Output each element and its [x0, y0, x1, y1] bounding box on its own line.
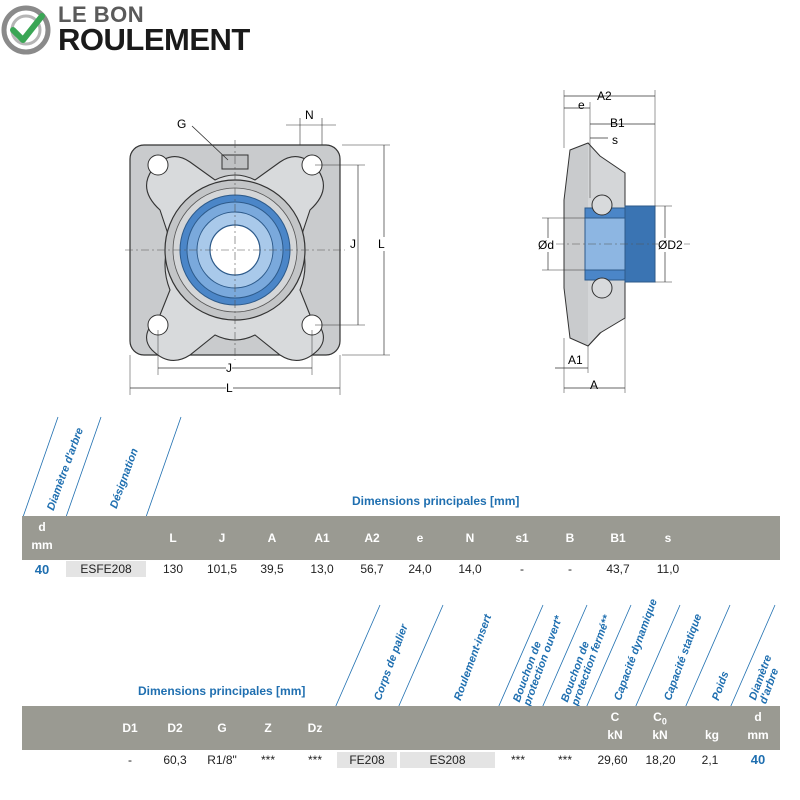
- t2-col-header: G: [217, 721, 227, 735]
- t1-d-label: d: [38, 520, 46, 534]
- label-J-vertical: J: [350, 237, 356, 251]
- t2-cell: -: [128, 753, 132, 767]
- logo-line-2: ROULEMENT: [58, 22, 250, 57]
- label-e: e: [578, 98, 585, 112]
- t1-mm-label: mm: [31, 538, 53, 552]
- t1-title: Dimensions principales [mm]: [352, 494, 520, 508]
- label-D2: ØD2: [658, 238, 683, 252]
- logo-line-1: LE BON: [58, 2, 145, 27]
- t1-col-header: s1: [515, 531, 529, 545]
- t2-header-bar: [22, 706, 780, 750]
- t2-cell: R1/8": [207, 753, 237, 767]
- t2-cell: ***: [307, 753, 322, 767]
- side-view-drawing: [540, 90, 690, 393]
- label-A: A: [590, 378, 599, 392]
- t2-insert-value: ES208: [400, 752, 495, 768]
- t1-header-bar: [22, 516, 780, 560]
- t2-C0-unit: kN: [652, 728, 668, 742]
- t2-cell: 60,3: [163, 753, 187, 767]
- t1-d-value: 40: [34, 562, 50, 577]
- label-N: N: [305, 108, 314, 122]
- t1-cell: 11,0: [656, 562, 680, 576]
- t2-d-label: d: [754, 710, 762, 724]
- t1-col-header: J: [218, 531, 226, 545]
- label-G: G: [177, 117, 187, 131]
- label-J-horizontal: J: [226, 361, 232, 375]
- t2-C-value: 29,60: [597, 753, 628, 767]
- t1-col-header: N: [465, 531, 475, 545]
- t2-col-header: D1: [122, 721, 138, 735]
- t2-col-header: Z: [264, 721, 272, 735]
- t1-cell: 24,0: [408, 562, 432, 576]
- label-d: Ød: [538, 238, 555, 252]
- t2-C-label: C: [610, 710, 620, 724]
- t2-cell: ***: [260, 753, 275, 767]
- t1-col-header: A2: [364, 531, 380, 545]
- t2-d-value: 40: [750, 752, 766, 767]
- t2-kg-label: kg: [704, 728, 719, 742]
- label-A2: A2: [597, 89, 612, 103]
- label-L-vertical: L: [378, 237, 385, 251]
- t1-cell: 130: [162, 562, 184, 576]
- brand-logo: LE BON ROULEMENT: [0, 0, 280, 60]
- t1-cell: -: [568, 562, 572, 576]
- front-view-drawing: [125, 118, 390, 395]
- t1-cell: 39,5: [260, 562, 284, 576]
- t1-col-header: B1: [610, 531, 626, 545]
- t1-designation: ESFE208: [66, 561, 146, 577]
- label-A1: A1: [568, 353, 583, 367]
- t2-C0-sub: 0: [661, 716, 667, 727]
- t2-C-unit: kN: [607, 728, 623, 742]
- label-L-horizontal: L: [226, 381, 233, 395]
- label-s: s: [612, 133, 618, 147]
- table2-header-diagonals: [334, 604, 776, 709]
- t2-bouchon-ouvert-value: ***: [510, 753, 525, 767]
- t1-col-header: L: [169, 531, 177, 545]
- t2-poids-value: 2,1: [701, 753, 719, 767]
- t2-C0-label: C0: [653, 710, 667, 727]
- t1-cell: 43,7: [606, 562, 630, 576]
- t1-cell: 13,0: [310, 562, 334, 576]
- t2-mm-label: mm: [747, 728, 769, 742]
- t2-col-header: Dz: [307, 721, 323, 735]
- table1-header-diagonals: [22, 416, 182, 518]
- t1-col-header: A1: [314, 531, 330, 545]
- t1-cell: 101,5: [206, 562, 238, 576]
- t1-col-header: s: [664, 531, 672, 545]
- label-B1: B1: [610, 116, 625, 130]
- t2-title: Dimensions principales [mm]: [138, 684, 306, 698]
- t1-col-header: A: [267, 531, 277, 545]
- t1-col-header: e: [416, 531, 424, 545]
- t2-C0-value: 18,20: [645, 753, 676, 767]
- t2-bouchon-ferme-value: ***: [557, 753, 572, 767]
- t1-col-header: B: [565, 531, 575, 545]
- t1-cell: 56,7: [360, 562, 384, 576]
- t2-col-header: D2: [167, 721, 183, 735]
- t1-cell: 14,0: [458, 562, 482, 576]
- bearing-check-icon: [1, 5, 51, 55]
- t1-cell: -: [520, 562, 524, 576]
- t2-corps-value: FE208: [337, 752, 397, 768]
